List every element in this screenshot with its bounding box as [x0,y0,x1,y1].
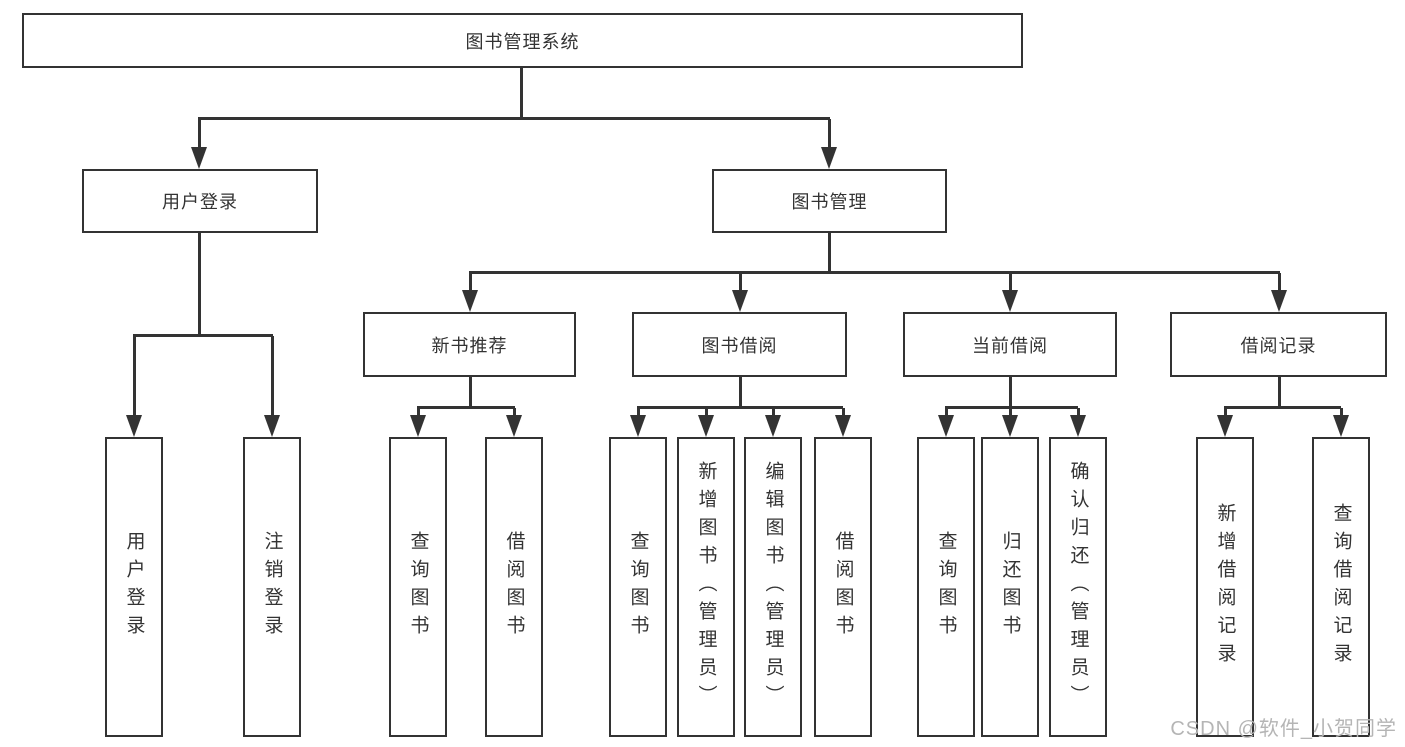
node-book-management: 图书管理 [712,169,947,233]
connector-line [469,271,1280,274]
leaf-label: 注销登录 [261,531,283,643]
leaf-user-login: 用户登录 [105,437,163,737]
arrow-down-icon [938,415,954,437]
connector-line [1009,273,1012,291]
arrow-down-icon [732,290,748,312]
arrow-down-icon [1002,415,1018,437]
leaf-label: 确认归还（管理员） [1067,461,1089,713]
leaf-label: 新增借阅记录 [1214,503,1236,671]
leaf-label: 归还图书 [999,531,1021,643]
connector-line [739,377,742,407]
arrow-down-icon [410,415,426,437]
connector-line [1009,408,1012,416]
node-new-book-recommendation: 新书推荐 [363,312,576,377]
connector-line [1224,406,1341,409]
leaf-label: 借阅图书 [832,531,854,643]
arrow-down-icon [1070,415,1086,437]
connector-line [469,377,472,407]
leaf-label: 查询图书 [627,531,649,643]
arrow-down-icon [264,415,280,437]
watermark: CSDN @软件_小贺同学 [1170,718,1397,740]
connector-line [198,117,830,120]
arrow-down-icon [821,147,837,169]
connector-line [828,233,831,272]
connector-line [945,406,1078,409]
connector-line [1278,377,1281,407]
connector-line [513,408,516,416]
arrow-down-icon [765,415,781,437]
connector-line [520,68,523,118]
leaf-label: 查询图书 [407,531,429,643]
arrow-down-icon [698,415,714,437]
connector-line [133,336,136,416]
connector-line [1009,377,1012,407]
arrow-down-icon [1333,415,1349,437]
arrow-down-icon [126,415,142,437]
connector-line [198,233,201,335]
arrow-down-icon [835,415,851,437]
connector-line [945,408,948,416]
connector-line [417,406,515,409]
node-borrowing-records: 借阅记录 [1170,312,1387,377]
connector-line [739,273,742,291]
connector-line [198,119,201,148]
arrow-down-icon [462,290,478,312]
leaf-query-books-borrow: 查询图书 [609,437,667,737]
leaf-label: 查询借阅记录 [1330,503,1352,671]
leaf-label: 用户登录 [123,531,145,643]
leaf-add-book-admin: 新增图书（管理员） [677,437,735,737]
connector-line [1077,408,1080,416]
leaf-logout: 注销登录 [243,437,301,737]
connector-line [469,273,472,291]
connector-line [637,408,640,416]
leaf-add-borrow-record: 新增借阅记录 [1196,437,1254,737]
leaf-return-book: 归还图书 [981,437,1039,737]
arrow-down-icon [1217,415,1233,437]
arrow-down-icon [191,147,207,169]
leaf-confirm-return-admin: 确认归还（管理员） [1049,437,1107,737]
arrow-down-icon [1002,290,1018,312]
node-current-borrowing: 当前借阅 [903,312,1117,377]
arrow-down-icon [506,415,522,437]
connector-line [1340,408,1343,416]
connector-line [828,119,831,148]
node-user-login: 用户登录 [82,169,318,233]
leaf-label: 新增图书（管理员） [695,461,717,713]
connector-line [133,334,273,337]
connector-line [1278,273,1281,291]
leaf-query-books-current: 查询图书 [917,437,975,737]
connector-line [637,406,843,409]
arrow-down-icon [1271,290,1287,312]
leaf-edit-book-admin: 编辑图书（管理员） [744,437,802,737]
connector-line [271,336,274,416]
leaf-borrow-books: 借阅图书 [814,437,872,737]
connector-line [842,408,845,416]
arrow-down-icon [630,415,646,437]
leaf-query-borrow-record: 查询借阅记录 [1312,437,1370,737]
leaf-borrow-books-recommend: 借阅图书 [485,437,543,737]
node-library-management-system: 图书管理系统 [22,13,1023,68]
leaf-label: 编辑图书（管理员） [762,461,784,713]
node-book-borrowing: 图书借阅 [632,312,847,377]
connector-line [417,408,420,416]
leaf-label: 查询图书 [935,531,957,643]
connector-line [772,408,775,416]
connector-line [1224,408,1227,416]
leaf-label: 借阅图书 [503,531,525,643]
connector-line [705,408,708,416]
leaf-query-books-recommend: 查询图书 [389,437,447,737]
